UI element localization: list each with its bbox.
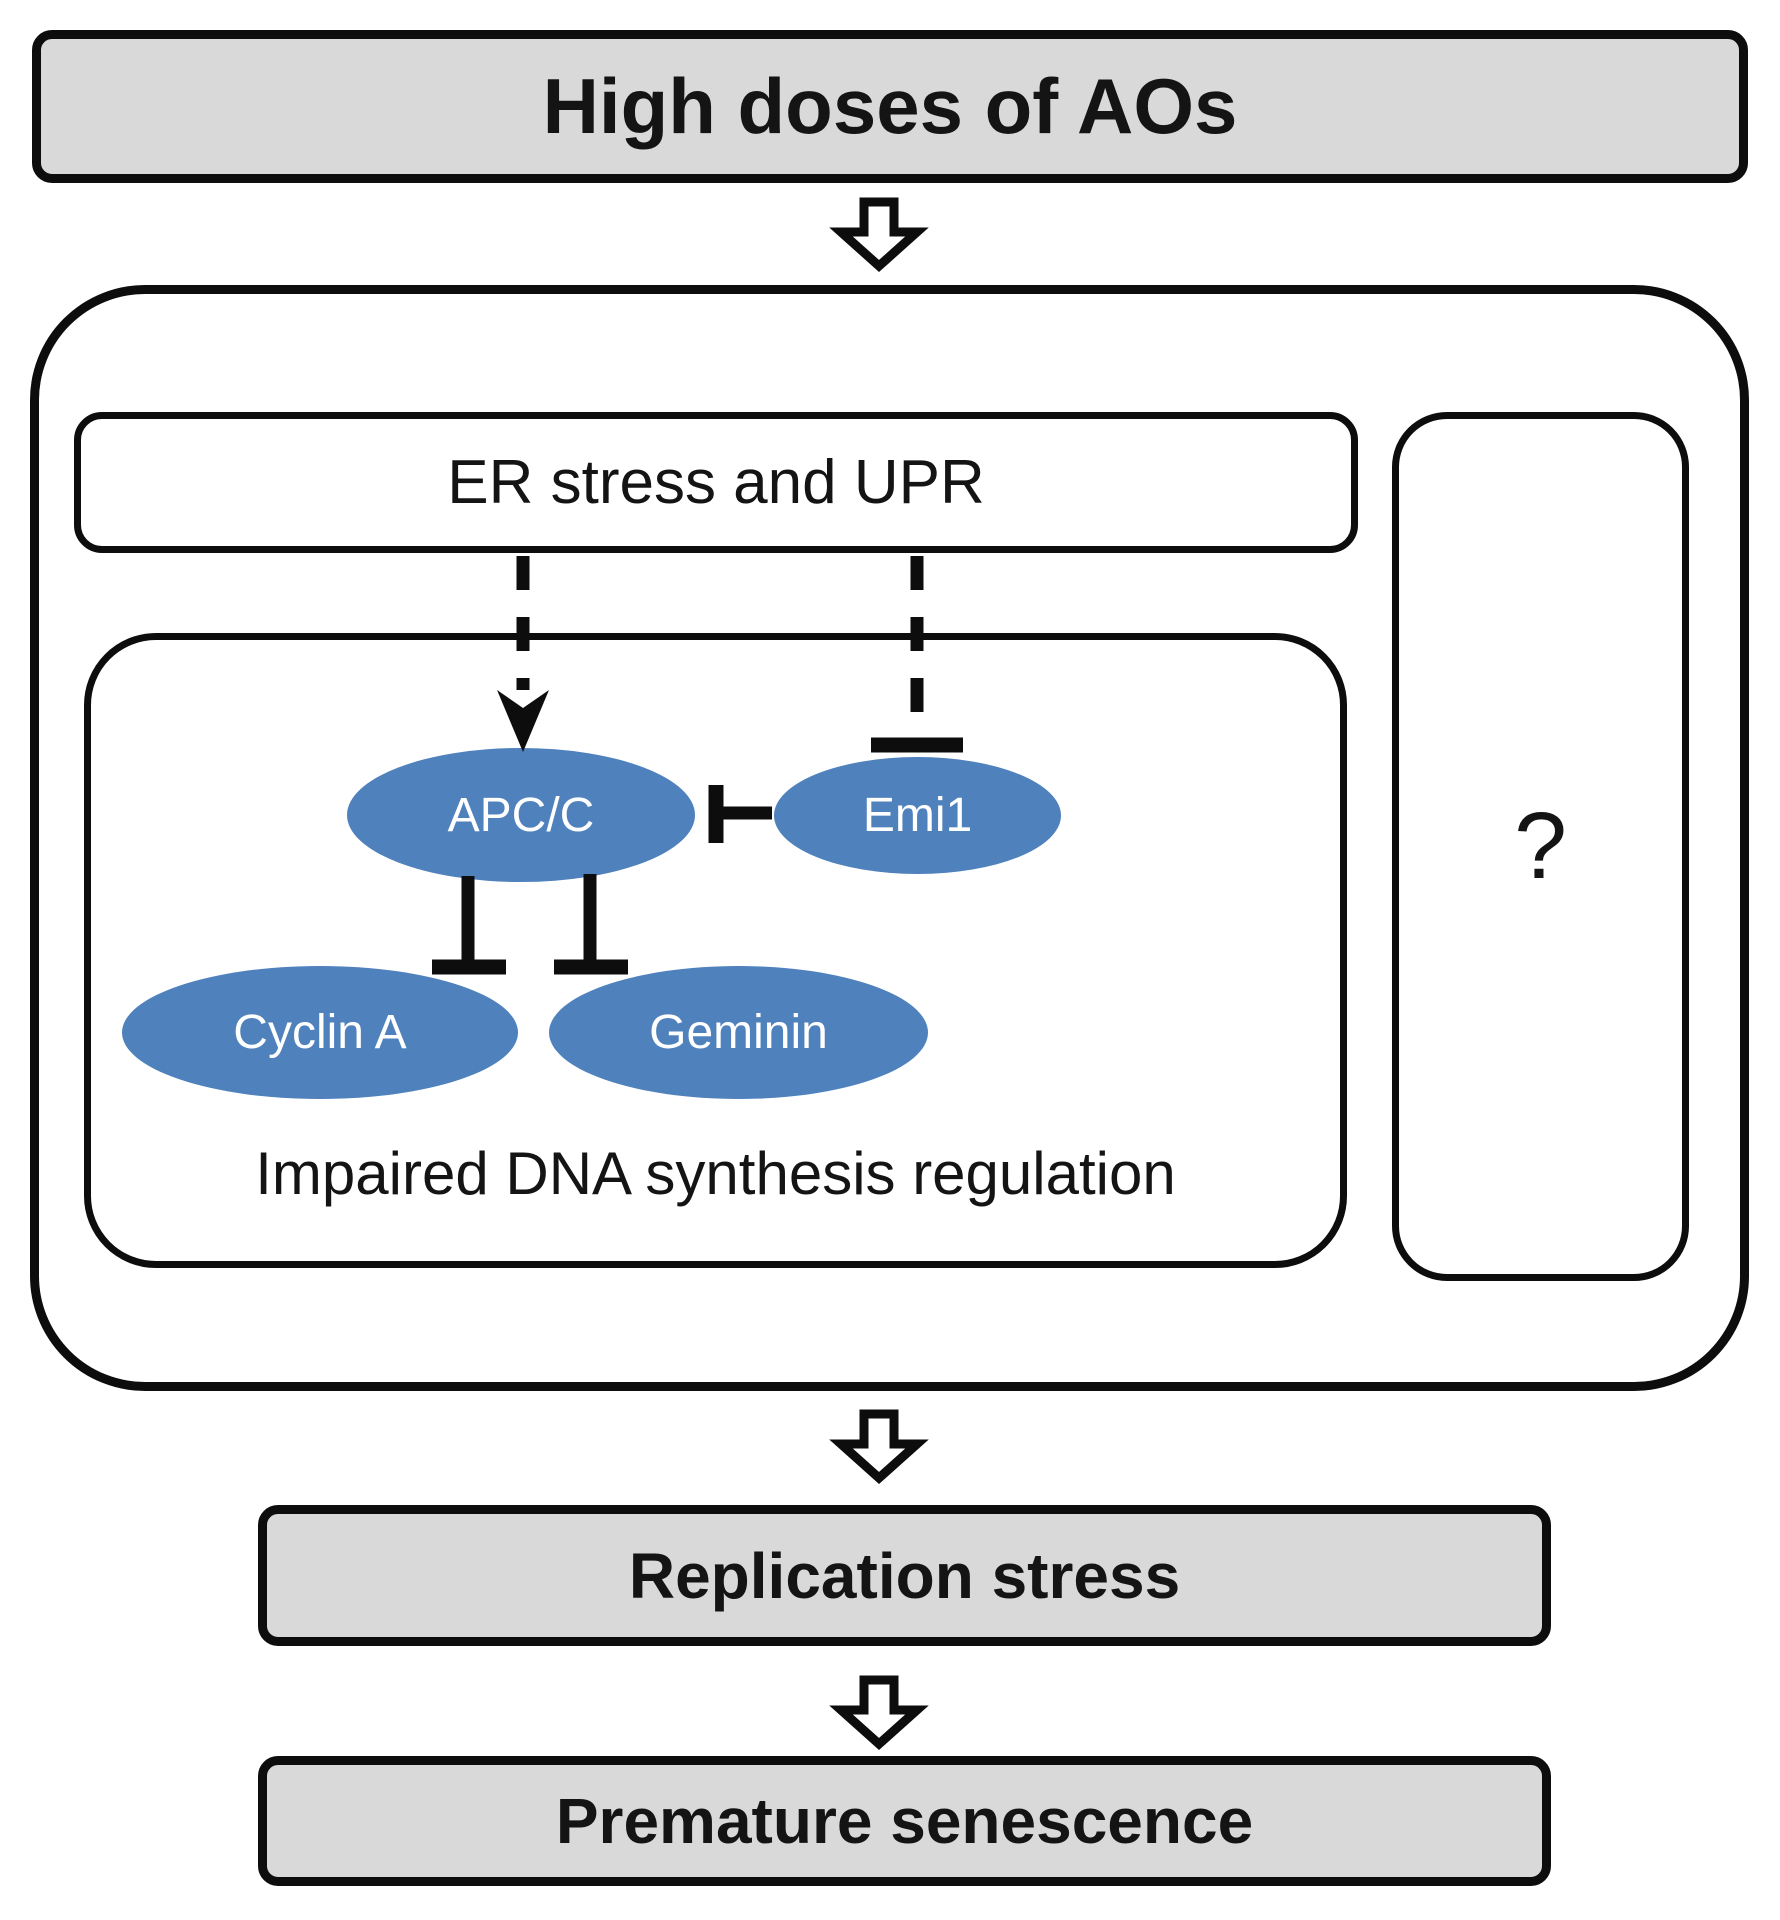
impaired-dna-box bbox=[84, 633, 1347, 1268]
er-stress-label: ER stress and UPR bbox=[447, 448, 985, 517]
emi1-ellipse: Emi1 bbox=[774, 757, 1061, 874]
cell-outer-container bbox=[30, 285, 1749, 1391]
impaired-dna-caption: Impaired DNA synthesis regulation bbox=[255, 1139, 1176, 1207]
replication-stress-label: Replication stress bbox=[628, 1539, 1181, 1612]
arrow-down-senescence-icon bbox=[829, 1675, 929, 1751]
apcc-ellipse: APC/C bbox=[347, 748, 695, 882]
cyclin-a-label: Cyclin A bbox=[233, 1006, 407, 1059]
arrow-down-replication-icon bbox=[829, 1409, 929, 1485]
high-doses-box: High doses of AOs bbox=[32, 30, 1748, 183]
arrow-down-top-icon bbox=[829, 197, 929, 273]
geminin-label: Geminin bbox=[649, 1006, 828, 1059]
premature-senescence-box: Premature senescence bbox=[258, 1756, 1551, 1886]
question-box: ? bbox=[1392, 412, 1689, 1281]
question-mark-label: ? bbox=[1514, 793, 1567, 899]
apcc-label: APC/C bbox=[447, 788, 595, 842]
geminin-ellipse: Geminin bbox=[549, 966, 928, 1099]
replication-stress-box: Replication stress bbox=[258, 1505, 1551, 1646]
er-stress-box: ER stress and UPR bbox=[74, 412, 1358, 553]
emi1-label: Emi1 bbox=[862, 789, 973, 842]
premature-senescence-label: Premature senescence bbox=[555, 1785, 1254, 1857]
high-doses-label: High doses of AOs bbox=[542, 62, 1238, 150]
cyclin-a-ellipse: Cyclin A bbox=[122, 966, 518, 1099]
